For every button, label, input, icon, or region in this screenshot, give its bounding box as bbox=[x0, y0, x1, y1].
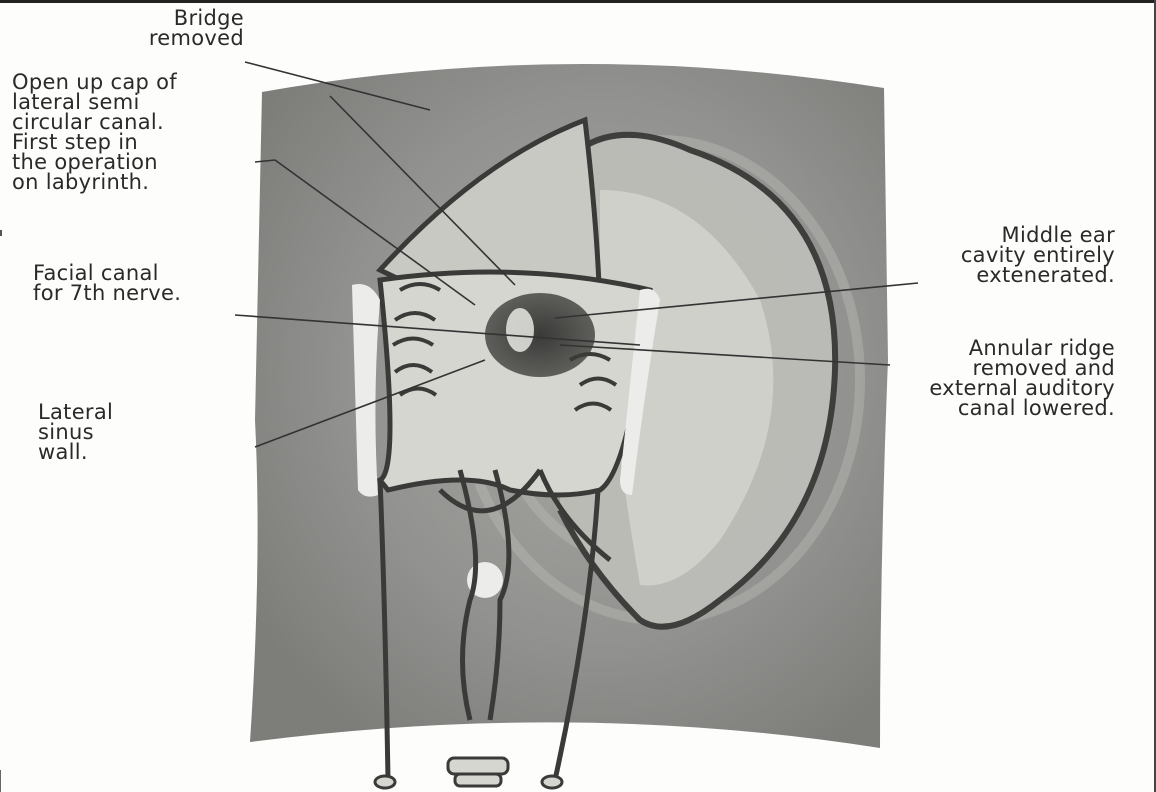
label-lateral-sinus-wall: Lateral sinus wall. bbox=[38, 402, 113, 462]
stem-base bbox=[375, 758, 562, 788]
label-line: on labyrinth. bbox=[12, 172, 177, 192]
label-line: the operation bbox=[12, 152, 177, 172]
label-line: external auditory bbox=[885, 378, 1115, 398]
label-line: Lateral bbox=[38, 402, 113, 422]
label-line: canal lowered. bbox=[885, 398, 1115, 418]
label-line: lateral semi bbox=[12, 92, 177, 112]
label-facial-canal: Facial canal for 7th nerve. bbox=[33, 263, 181, 303]
label-line: circular canal. bbox=[12, 112, 177, 132]
label-line: Middle ear bbox=[895, 225, 1115, 245]
label-line: Annular ridge bbox=[885, 338, 1115, 358]
label-middle-ear-cavity: Middle ear cavity entirely extenerated. bbox=[895, 225, 1115, 285]
label-line: wall. bbox=[38, 442, 113, 462]
label-line: removed and bbox=[885, 358, 1115, 378]
label-line: Open up cap of bbox=[12, 72, 177, 92]
label-line: Bridge bbox=[140, 8, 244, 28]
label-line: cavity entirely bbox=[895, 245, 1115, 265]
label-line: Facial canal bbox=[33, 263, 181, 283]
label-line: First step in bbox=[12, 132, 177, 152]
label-line: sinus bbox=[38, 422, 113, 442]
label-annular-ridge: Annular ridge removed and external audit… bbox=[885, 338, 1115, 418]
label-bridge-removed: Bridge removed bbox=[140, 8, 244, 48]
label-line: extenerated. bbox=[895, 265, 1115, 285]
label-line: for 7th nerve. bbox=[33, 283, 181, 303]
label-lateral-canal-cap: Open up cap of lateral semi circular can… bbox=[12, 72, 177, 192]
label-line: removed bbox=[140, 28, 244, 48]
